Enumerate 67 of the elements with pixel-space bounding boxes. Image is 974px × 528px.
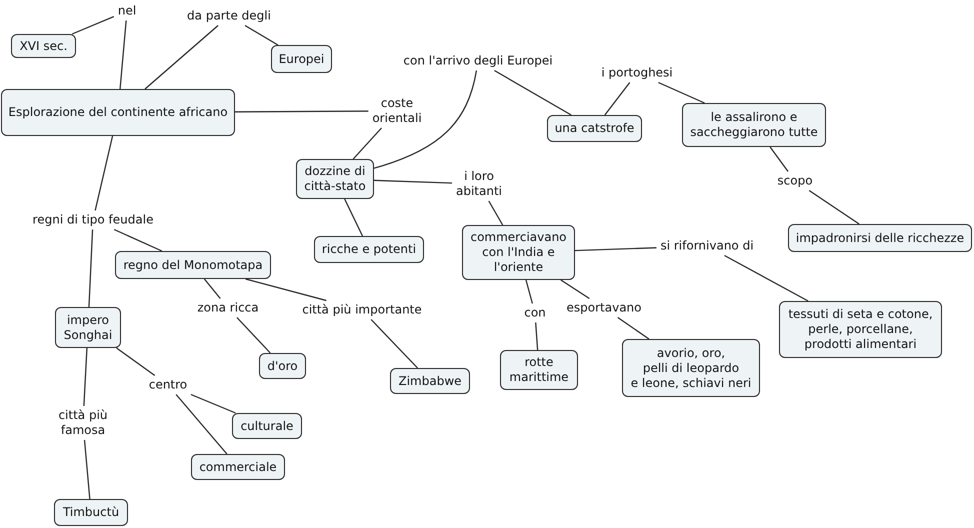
concept-box: commerciavano con l'India e l'oriente (462, 225, 575, 280)
connector-line (176, 394, 228, 454)
concept-box: culturale (232, 413, 302, 439)
linking-phrase: scopo (773, 172, 817, 190)
connector-line (494, 70, 572, 116)
connector-line (617, 317, 650, 340)
connector-line (770, 146, 789, 172)
linking-phrase: i portoghesi (597, 64, 677, 82)
connector-line (525, 280, 533, 304)
concept-box: avorio, oro, pelli di leopardo e leone, schiavi neri (622, 339, 760, 397)
connector-line (83, 348, 88, 406)
connector-line (488, 200, 504, 226)
concept-box: dozzine di città-stato (296, 159, 374, 199)
connector-line (94, 136, 114, 211)
linking-phrase: coste orientali (368, 94, 426, 128)
connector-line (374, 180, 452, 184)
concept-box: impadronirsi delle ricchezze (788, 224, 972, 252)
connector-line (236, 317, 271, 354)
connector-line (144, 25, 218, 90)
connector-line (84, 440, 90, 500)
connector-line (190, 394, 236, 414)
concept-box: le assalirono e saccheggiarono tutte (682, 103, 826, 147)
linking-phrase: regni di tipo feudale (28, 210, 158, 230)
concept-box: d'oro (259, 353, 306, 379)
linking-phrase: centro (144, 376, 192, 394)
concept-box: Zimbabwe (390, 368, 470, 394)
concept-box: XVI sec. (11, 34, 76, 58)
concept-box: regno del Monomotapa (115, 251, 271, 279)
linking-phrase: nel (114, 2, 140, 20)
connector-line (119, 20, 127, 90)
concept-box: ricche e potenti (314, 236, 424, 263)
concept-box: Esplorazione del continente africano (1, 89, 235, 136)
linking-phrase: città più importante (298, 300, 426, 320)
connector-line (374, 70, 478, 169)
linking-phrase: zona ricca (193, 298, 263, 318)
concept-box: impero Songhai (55, 307, 121, 348)
connector-line (245, 278, 326, 302)
connector-line (658, 82, 705, 104)
linking-phrase: con l'arrivo degli Europei (399, 52, 557, 70)
linking-phrase: i loro abitanti (452, 167, 506, 201)
connector-line (574, 247, 656, 252)
linking-phrase: da parte degli (183, 6, 275, 26)
connector-line (724, 254, 808, 302)
connector-line (204, 278, 221, 299)
linking-phrase: esportavano (562, 298, 646, 318)
connector-line (535, 322, 538, 350)
connector-line (560, 280, 590, 299)
connector-line (604, 82, 630, 116)
connector-line (244, 24, 278, 46)
concept-box: Timbuctù (54, 499, 128, 526)
connector-line (352, 128, 382, 160)
connector-line (116, 348, 156, 376)
concept-box: tessuti di seta e cotone, perle, porcellane, prodotti alimentari (779, 301, 942, 358)
concept-box: rotte marittime (500, 350, 578, 390)
connector-line (344, 198, 364, 236)
connector-line (370, 319, 418, 368)
connector-line (72, 16, 114, 35)
concept-box: commerciale (191, 454, 285, 480)
linking-phrase: città più famosa (54, 406, 112, 440)
concept-box: una catstrofe (547, 115, 642, 142)
concept-box: Europei (271, 45, 332, 73)
linking-phrase: si rifornivano di (656, 236, 758, 256)
connector-line (88, 229, 94, 308)
linking-phrase: con (520, 304, 550, 322)
connector-line (808, 190, 860, 224)
connector-line (114, 228, 162, 252)
connector-line (235, 110, 368, 112)
